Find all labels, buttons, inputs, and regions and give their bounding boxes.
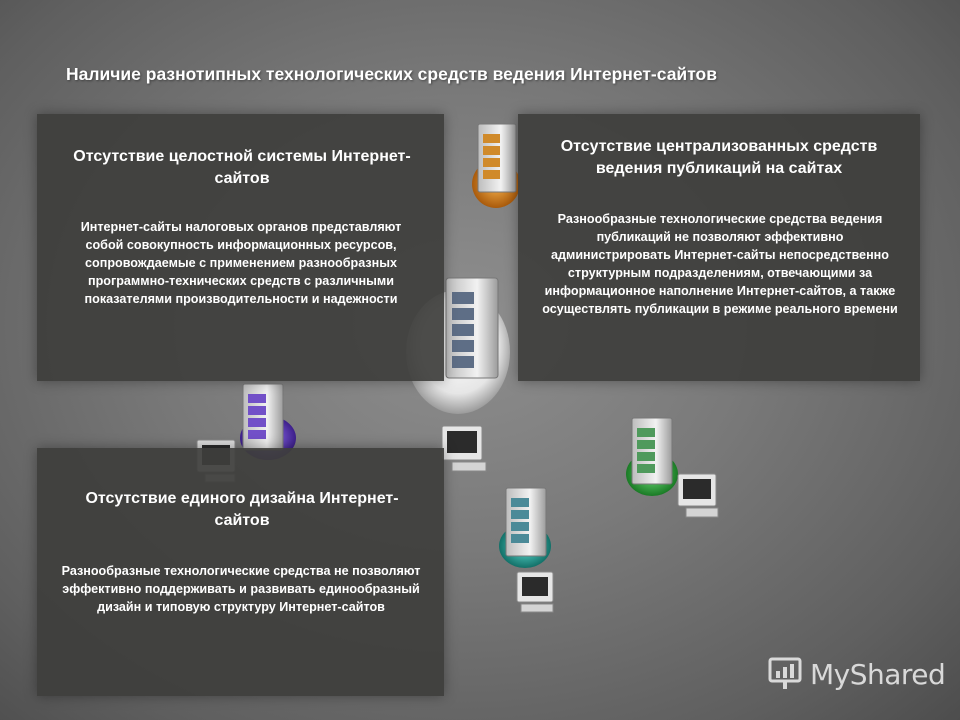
panel-text: Разнообразные технологические средства в…: [542, 212, 898, 316]
teal-server-icon: [499, 487, 551, 568]
monitor-bottom-icon: [516, 571, 554, 613]
monitor-center-icon: [441, 425, 487, 472]
panel-heading: Отсутствие централизованных средств веде…: [560, 138, 878, 177]
panel-text: Интернет-сайты налоговых органов предста…: [80, 220, 402, 306]
slide-title: Наличие разнотипных технологических сред…: [66, 64, 717, 84]
panel-heading: Отсутствие целостной системы Интернет-са…: [73, 148, 411, 187]
orange-server-icon: [472, 123, 520, 208]
panel-integrity: Отсутствие целостной системы Интернет-са…: [37, 114, 444, 381]
myshared-logo: MyShared: [768, 656, 946, 692]
panel-heading: Отсутствие единого дизайна Интернет-сайт…: [85, 490, 399, 529]
panel-text: Разнообразные технологические средства н…: [61, 564, 421, 614]
presentation-icon: [768, 657, 802, 689]
panel-design: Отсутствие единого дизайна Интернет-сайт…: [37, 448, 444, 696]
logo-text: MyShared: [810, 657, 946, 691]
panel-publishing: Отсутствие централизованных средств веде…: [518, 114, 920, 381]
green-server-icon: [626, 417, 678, 496]
monitor-right-icon: [677, 473, 719, 518]
